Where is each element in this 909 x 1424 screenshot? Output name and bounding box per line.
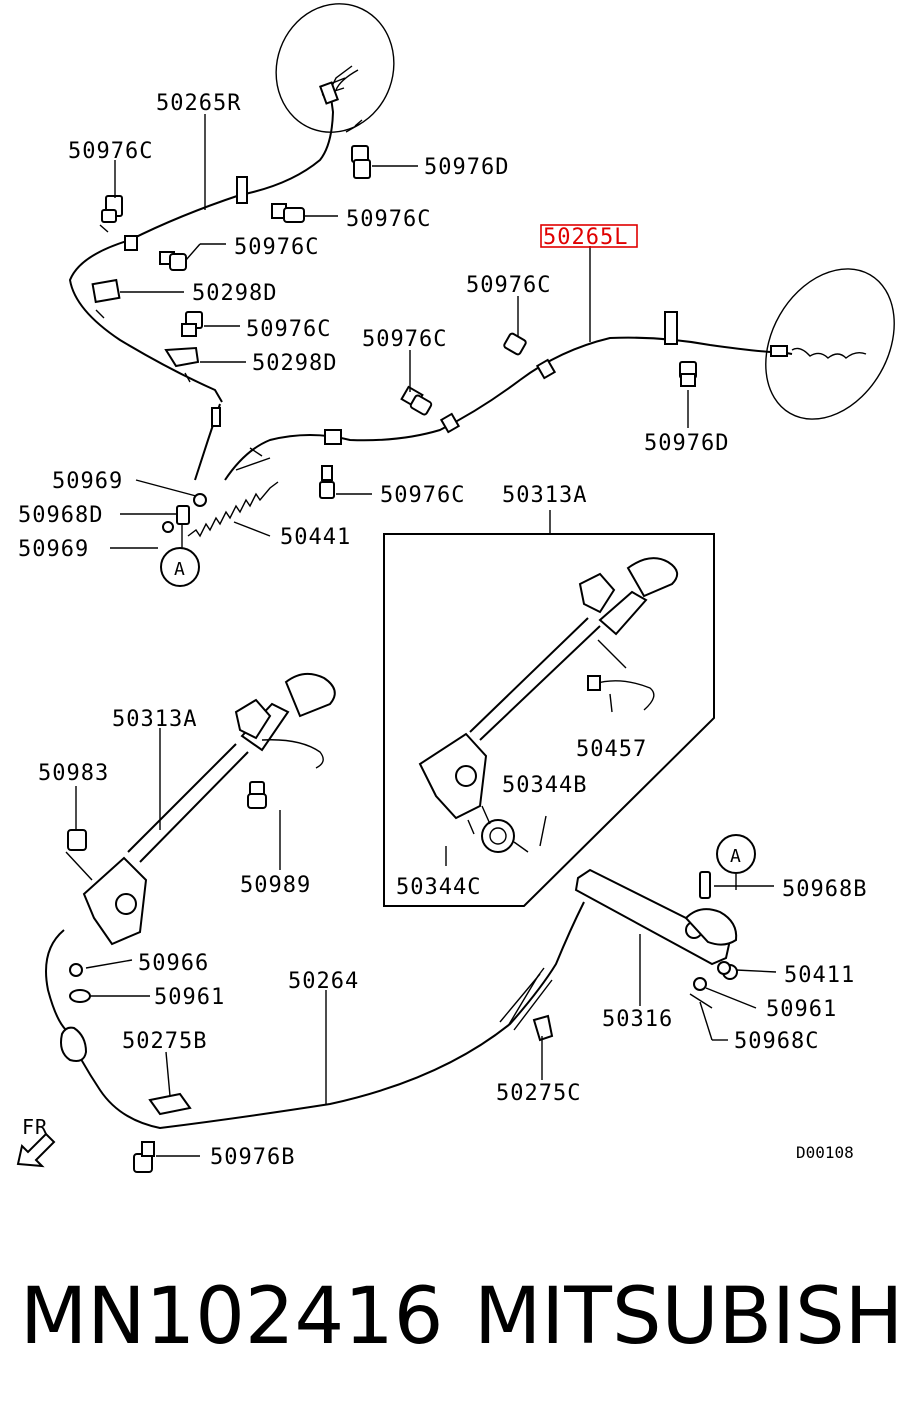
label-50969-a: 50969	[52, 469, 123, 494]
label-50344C: 50344C	[396, 875, 481, 900]
label-50983: 50983	[38, 761, 109, 786]
caption: MN102416 MITSUBISHI	[0, 1262, 909, 1372]
label-50976C-f: 50976C	[362, 327, 447, 352]
part-labels: 50265R 50976C 50976D 50976C 50976C 50298…	[18, 91, 867, 1170]
inset-lever-detail	[383, 510, 715, 907]
label-50264: 50264	[288, 969, 359, 994]
label-50976C-d: 50976C	[246, 317, 331, 342]
cable-50265L	[224, 268, 895, 481]
label-50969-b: 50969	[18, 537, 89, 562]
front-arrow-icon	[16, 1132, 56, 1168]
part-number: MN102416	[20, 1272, 444, 1362]
label-50313A-a: 50313A	[502, 483, 587, 508]
label-50968D: 50968D	[18, 503, 103, 528]
label-50344B: 50344B	[502, 773, 587, 798]
bolts-upper-left	[91, 145, 371, 368]
label-50976D-b: 50976D	[644, 431, 729, 456]
label-50976D-a: 50976D	[424, 155, 509, 180]
equalizer-50316	[574, 868, 738, 1009]
ref-circle-a-top	[160, 547, 200, 587]
label-50966: 50966	[138, 951, 209, 976]
label-50265R: 50265R	[156, 91, 241, 116]
label-50961-a: 50961	[154, 985, 225, 1010]
cable-50265R	[68, 3, 395, 481]
label-50313A-b: 50313A	[112, 707, 197, 732]
label-50976C-g: 50976C	[380, 483, 465, 508]
label-50411: 50411	[784, 963, 855, 988]
leader-lines-upper	[110, 114, 689, 549]
spring-50441	[162, 481, 279, 538]
label-50968B: 50968B	[782, 877, 867, 902]
label-50989: 50989	[240, 873, 311, 898]
ref-circle-a-right	[716, 834, 756, 874]
label-50298D-b: 50298D	[252, 351, 337, 376]
label-50976C-b: 50976C	[346, 207, 431, 232]
label-50976B: 50976B	[210, 1145, 295, 1170]
highlight-box-50265L	[540, 224, 638, 248]
ref-label-a-top: A	[174, 559, 186, 580]
front-label: FR	[22, 1115, 48, 1139]
label-50275C: 50275C	[496, 1081, 581, 1106]
label-50298D-a: 50298D	[192, 281, 277, 306]
diagram-code: D00108	[796, 1143, 854, 1162]
leader-lines-lower	[65, 728, 777, 1157]
brand-name: MITSUBISHI	[474, 1272, 909, 1362]
bolts-left-cable	[319, 332, 697, 499]
label-50441: 50441	[280, 525, 351, 550]
label-50961-b: 50961	[766, 997, 837, 1022]
label-50275B: 50275B	[122, 1029, 207, 1054]
label-50976C-e: 50976C	[466, 273, 551, 298]
label-50976C-a: 50976C	[68, 139, 153, 164]
ref-label-a-right: A	[730, 846, 742, 867]
label-50316: 50316	[602, 1007, 673, 1032]
label-50265L: 50265L	[543, 225, 628, 250]
main-lever-50313A	[67, 672, 336, 946]
label-50968C: 50968C	[734, 1029, 819, 1054]
label-50457: 50457	[576, 737, 647, 762]
label-50976C-c: 50976C	[234, 235, 319, 260]
